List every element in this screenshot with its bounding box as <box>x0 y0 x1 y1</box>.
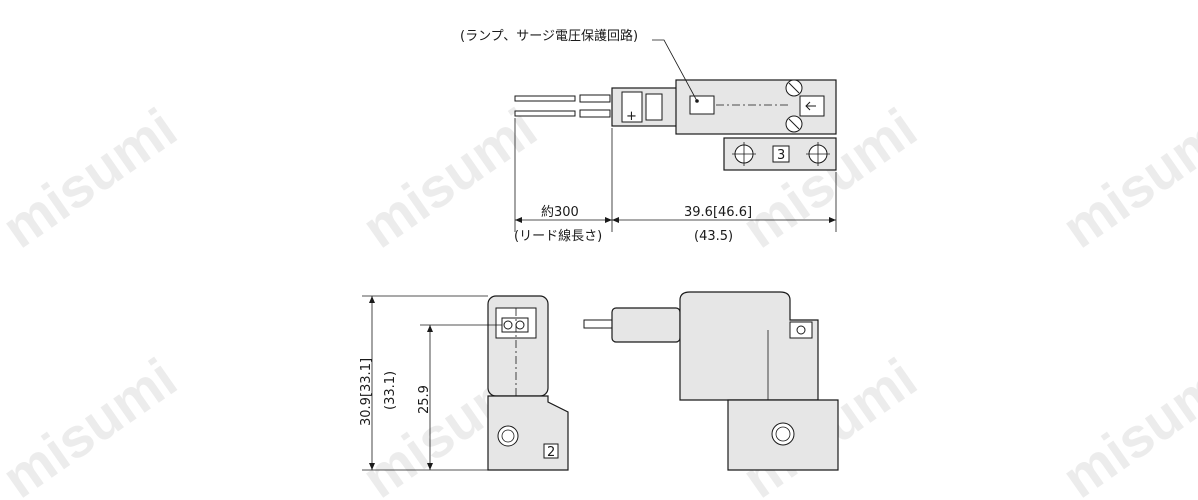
plus-mark: + <box>626 109 637 124</box>
screw-slot <box>788 118 800 130</box>
watermark-group: misumi misumi misumi misumi misumi misum… <box>0 96 1198 500</box>
callout-leader <box>652 39 698 102</box>
port-2-label: 2 <box>547 445 555 460</box>
lead-wire-sleeve <box>579 109 611 118</box>
lead-wire-end <box>583 319 615 329</box>
connector-side <box>611 307 681 343</box>
arrow-icon <box>805 101 816 111</box>
terminal-screw-icon <box>515 320 525 330</box>
screw-slot <box>788 82 800 94</box>
watermark-text: misumi <box>1051 346 1198 500</box>
port-3-box <box>772 145 790 163</box>
port-hole <box>497 425 519 447</box>
lead-wires <box>514 94 611 118</box>
height-alt-label: (33.1) <box>383 371 398 410</box>
lead-note-label: (リード線長さ) <box>514 228 602 244</box>
screw-icon <box>796 325 806 335</box>
connector-latch <box>645 93 663 121</box>
terminal-screw-icon <box>503 320 513 330</box>
port-3-label: 3 <box>777 148 785 163</box>
side-view: 2 30.9[33.1] (33.1) 25.9 <box>359 295 569 471</box>
port-hole <box>771 422 795 446</box>
top-view: + 3 (ランプ、サージ電圧保護回路) 約300 <box>460 28 837 244</box>
watermark-text: misumi <box>0 346 187 500</box>
port-thread <box>775 426 791 442</box>
length-alt-label: (43.5) <box>694 229 733 244</box>
connector-face <box>621 91 643 123</box>
height-label: 30.9[33.1] <box>359 358 374 426</box>
port-thread <box>501 429 515 443</box>
lead-length-label: 約300 <box>541 205 579 220</box>
callout-label: (ランプ、サージ電圧保護回路) <box>460 28 638 44</box>
lead-wire-sleeve <box>579 94 611 103</box>
length-label: 39.6[46.6] <box>684 205 752 220</box>
watermark-text: misumi <box>0 96 187 260</box>
lead-wire <box>514 110 576 117</box>
watermark-text: misumi <box>1051 96 1198 260</box>
port-height-label: 25.9 <box>417 385 432 414</box>
lead-wire <box>514 95 576 102</box>
lamp-window <box>689 95 715 115</box>
front-view <box>583 291 839 471</box>
port-2-box <box>543 443 559 459</box>
coil-housing <box>679 291 819 401</box>
